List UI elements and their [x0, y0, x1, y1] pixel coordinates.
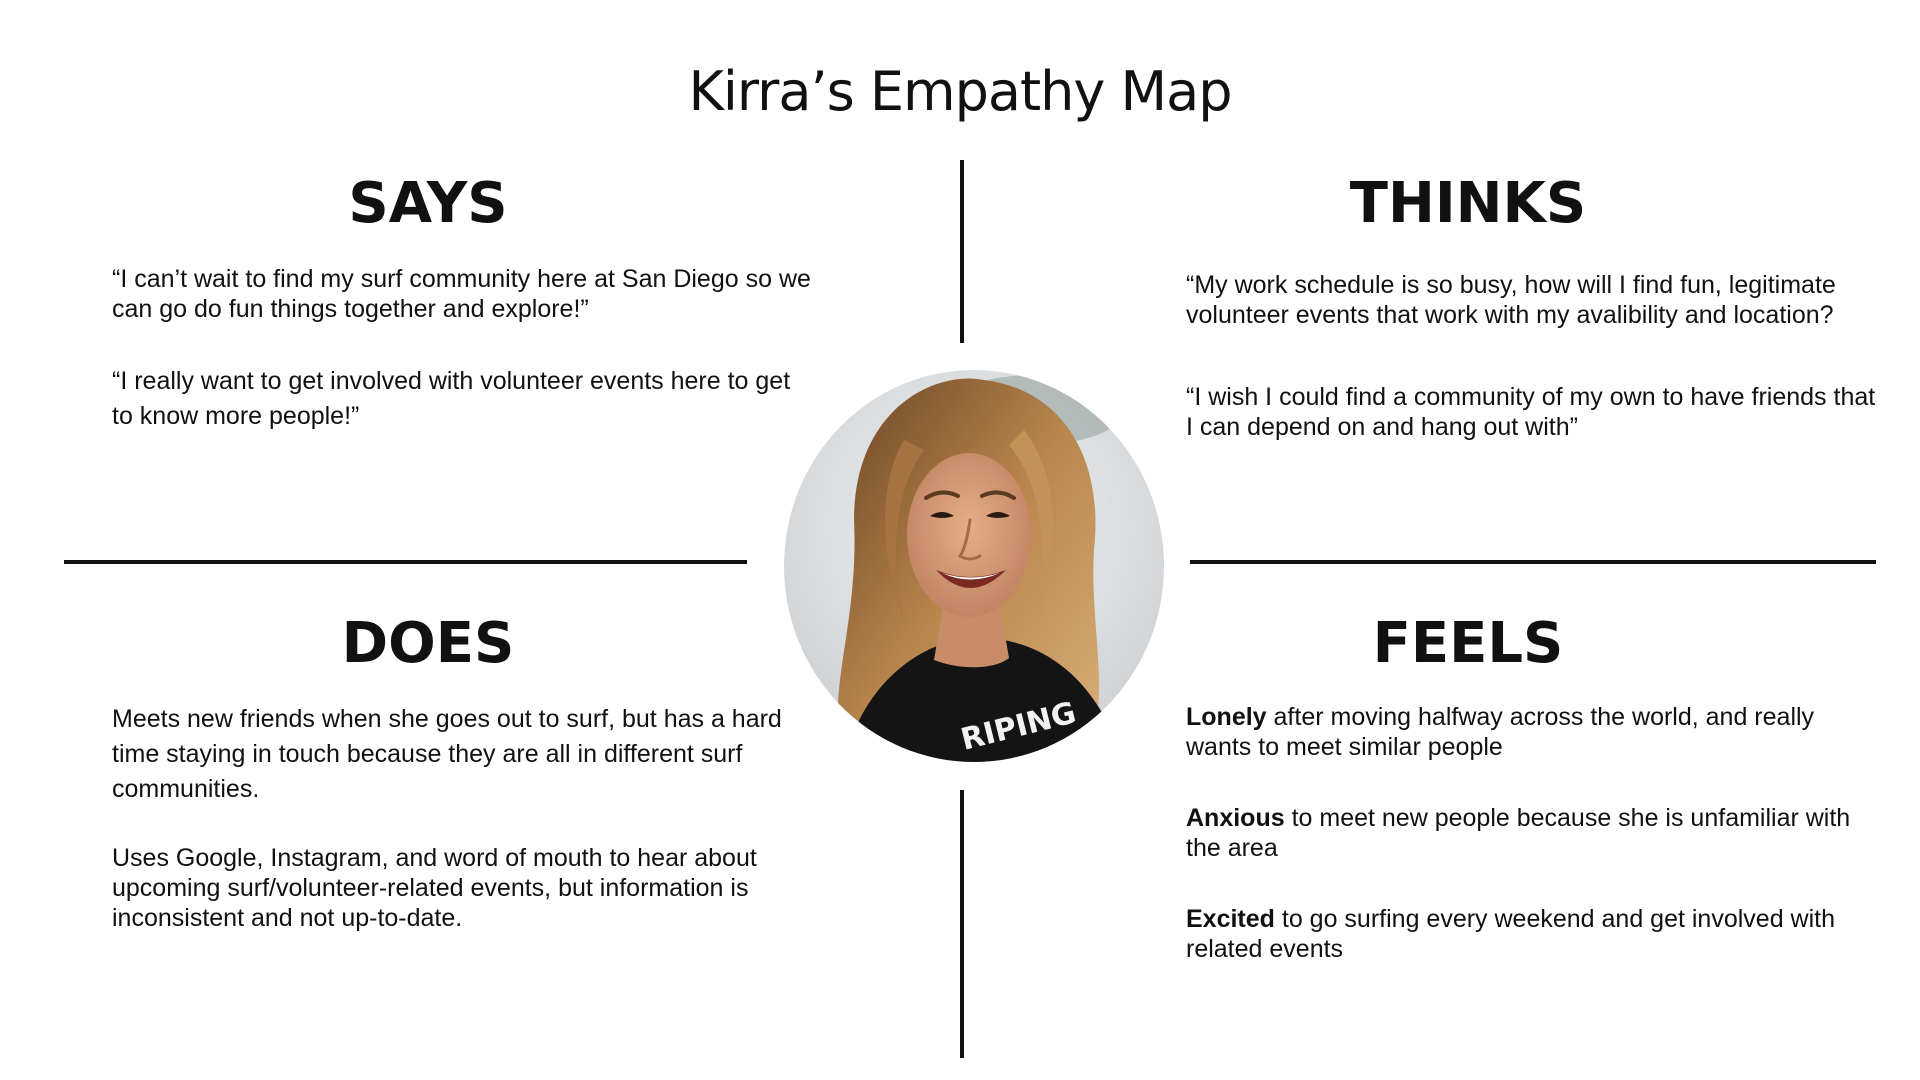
does-item-1-text: Meets new friends when she goes out to s…	[112, 705, 782, 803]
hair-strand-left	[885, 440, 924, 620]
says-quote-2: “I really want to get involved with volu…	[112, 364, 812, 434]
persona-photo: RIPING	[784, 370, 1164, 762]
feels-item-1: Lonely after moving halfway across the w…	[1186, 702, 1876, 762]
left-eyebrow	[924, 490, 960, 500]
says-heading: SAYS	[348, 171, 508, 236]
feels-item-2-body: to meet new people because she is unfami…	[1186, 804, 1851, 862]
says-quote-1: “I can’t wait to find my surf community …	[112, 264, 812, 324]
feels-item-3-text: Excited to go surfing every weekend and …	[1186, 904, 1876, 964]
feels-item-2: Anxious to meet new people because she i…	[1186, 803, 1876, 863]
does-item-2-text: Uses Google, Instagram, and word of mout…	[112, 844, 757, 932]
feels-item-3: Excited to go surfing every weekend and …	[1186, 904, 1876, 964]
persona-illustration: RIPING	[784, 370, 1164, 762]
neck-shape	[934, 600, 1009, 668]
feels-item-1-body: after moving halfway across the world, a…	[1186, 703, 1815, 761]
horizontal-divider-left	[64, 560, 747, 564]
says-quote-2-text: “I really want to get involved with volu…	[112, 367, 791, 430]
thinks-quote-2: “I wish I could find a community of my o…	[1186, 382, 1876, 442]
nose	[957, 518, 982, 561]
page-title: Kirra’s Empathy Map	[688, 60, 1233, 123]
feels-item-1-emphasis: Lonely	[1186, 703, 1267, 731]
right-eye	[986, 512, 1010, 518]
feels-item-3-emphasis: Excited	[1186, 905, 1275, 933]
face-shape	[907, 453, 1031, 617]
thinks-quote-1: “My work schedule is so busy, how will I…	[1186, 270, 1876, 330]
horizontal-divider-right	[1190, 560, 1876, 564]
feels-item-1-text: Lonely after moving halfway across the w…	[1186, 702, 1876, 762]
feels-item-3-body: to go surfing every weekend and get invo…	[1186, 905, 1835, 963]
feels-heading: FEELS	[1372, 611, 1564, 676]
shirt-shape	[844, 637, 1124, 762]
vertical-divider-bottom	[960, 790, 964, 1058]
vertical-divider-top	[960, 160, 964, 343]
thinks-quote-1-text: “My work schedule is so busy, how will I…	[1186, 271, 1836, 329]
does-item-1: Meets new friends when she goes out to s…	[112, 702, 792, 807]
feels-item-2-emphasis: Anxious	[1186, 804, 1285, 832]
right-eyebrow	[980, 490, 1016, 500]
says-quote-1-text: “I can’t wait to find my surf community …	[112, 265, 811, 323]
left-eye	[930, 512, 954, 518]
hair-strand-right	[1009, 430, 1054, 630]
does-heading: DOES	[341, 611, 515, 676]
does-item-2: Uses Google, Instagram, and word of mout…	[112, 843, 792, 933]
feels-item-2-text: Anxious to meet new people because she i…	[1186, 803, 1876, 863]
thinks-heading: THINKS	[1349, 171, 1587, 236]
teeth	[942, 573, 1000, 580]
thinks-quote-2-text: “I wish I could find a community of my o…	[1186, 383, 1876, 441]
